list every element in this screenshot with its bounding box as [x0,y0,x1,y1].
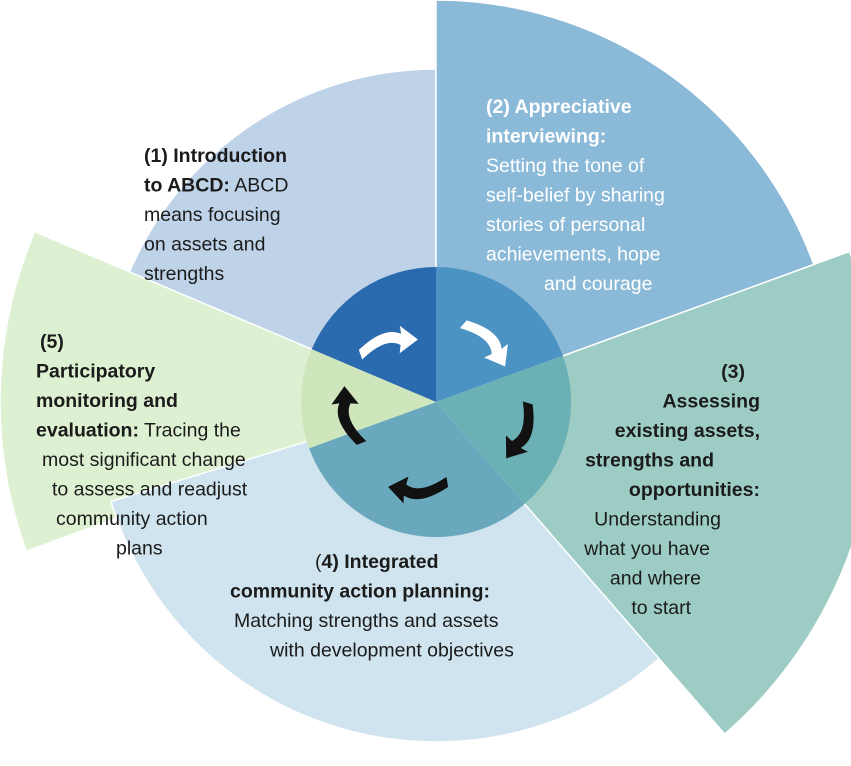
arrow-3-to-4-icon [505,401,534,459]
segment-2-line: self-belief by sharing [486,185,665,207]
segment-5-line: plans [116,538,163,560]
segment-4-line: Matching strengths and assets [234,610,499,632]
arrow-2-to-3-icon [459,320,508,367]
segment-2-line: Setting the tone of [486,155,645,177]
segment-5-line: evaluation: Tracing the [36,420,241,442]
segment-2-line: (2) Appreciative [486,96,632,118]
segment-2-line: interviewing: [486,126,606,148]
segment-5-label: (5) Participatory monitoring and evaluation… [36,331,248,560]
segment-3-line: (3) [721,361,745,383]
hub-5-sector [300,349,436,449]
segment-2-line: achievements, hope [486,244,661,266]
segment-3-line: opportunities: [629,479,760,501]
segment-3-line: Understanding [594,509,721,531]
segment-4-line: community action planning: [230,581,490,603]
segment-1-line: means focusing [144,204,281,226]
segment-3-line: strengths and [585,450,714,472]
arrow-4-to-5-icon [388,476,449,504]
segment-5-line: Participatory [36,361,155,383]
segment-1-label: (1) Introduction to ABCD: ABCD means focus… [144,145,288,285]
segment-1-line: on assets and [144,234,265,256]
hub-1-sector [311,266,436,402]
segment-1-line: to ABCD: ABCD [144,175,288,197]
segment-5-line: (5) [40,331,64,353]
hub-2-sector [436,266,563,402]
segment-2-line: stories of personal [486,214,645,236]
segment-2-line: and courage [544,273,652,295]
segment-4-line: with development objectives [269,640,514,662]
segment-3-line: existing assets, [615,420,760,442]
segment-3-label: (3) Assessing existing assets, strengths an… [583,361,760,619]
segment-3-line: Assessing [662,391,760,413]
segment-4-line: (4) Integrated [315,551,439,573]
segment-1-line: (1) Introduction [144,145,287,167]
hub-3-sector [436,355,572,504]
segment-3-line: to start [631,597,691,619]
segment-3-line: and where [610,568,701,590]
hub-4-sector [309,402,525,538]
arrow-1-to-2-icon [358,325,418,360]
segment-4-label: (4) Integrated community action planning:… [230,551,514,662]
segment-3-line: what you have [583,538,710,560]
segment-1-line: strengths [144,263,224,285]
segment-5-line: to assess and readjust [52,479,248,501]
segment-5-line: community action [56,508,208,530]
arrow-5-to-1-icon [331,386,367,445]
segment-5-line: monitoring and [36,390,178,412]
segment-5-sector [0,230,439,553]
segment-5-line: most significant change [42,449,246,471]
segment-4-sector [109,401,669,743]
segment-2-label: (2) Appreciative interviewing: Setting the… [486,96,665,295]
segment-2-sector [435,0,815,404]
